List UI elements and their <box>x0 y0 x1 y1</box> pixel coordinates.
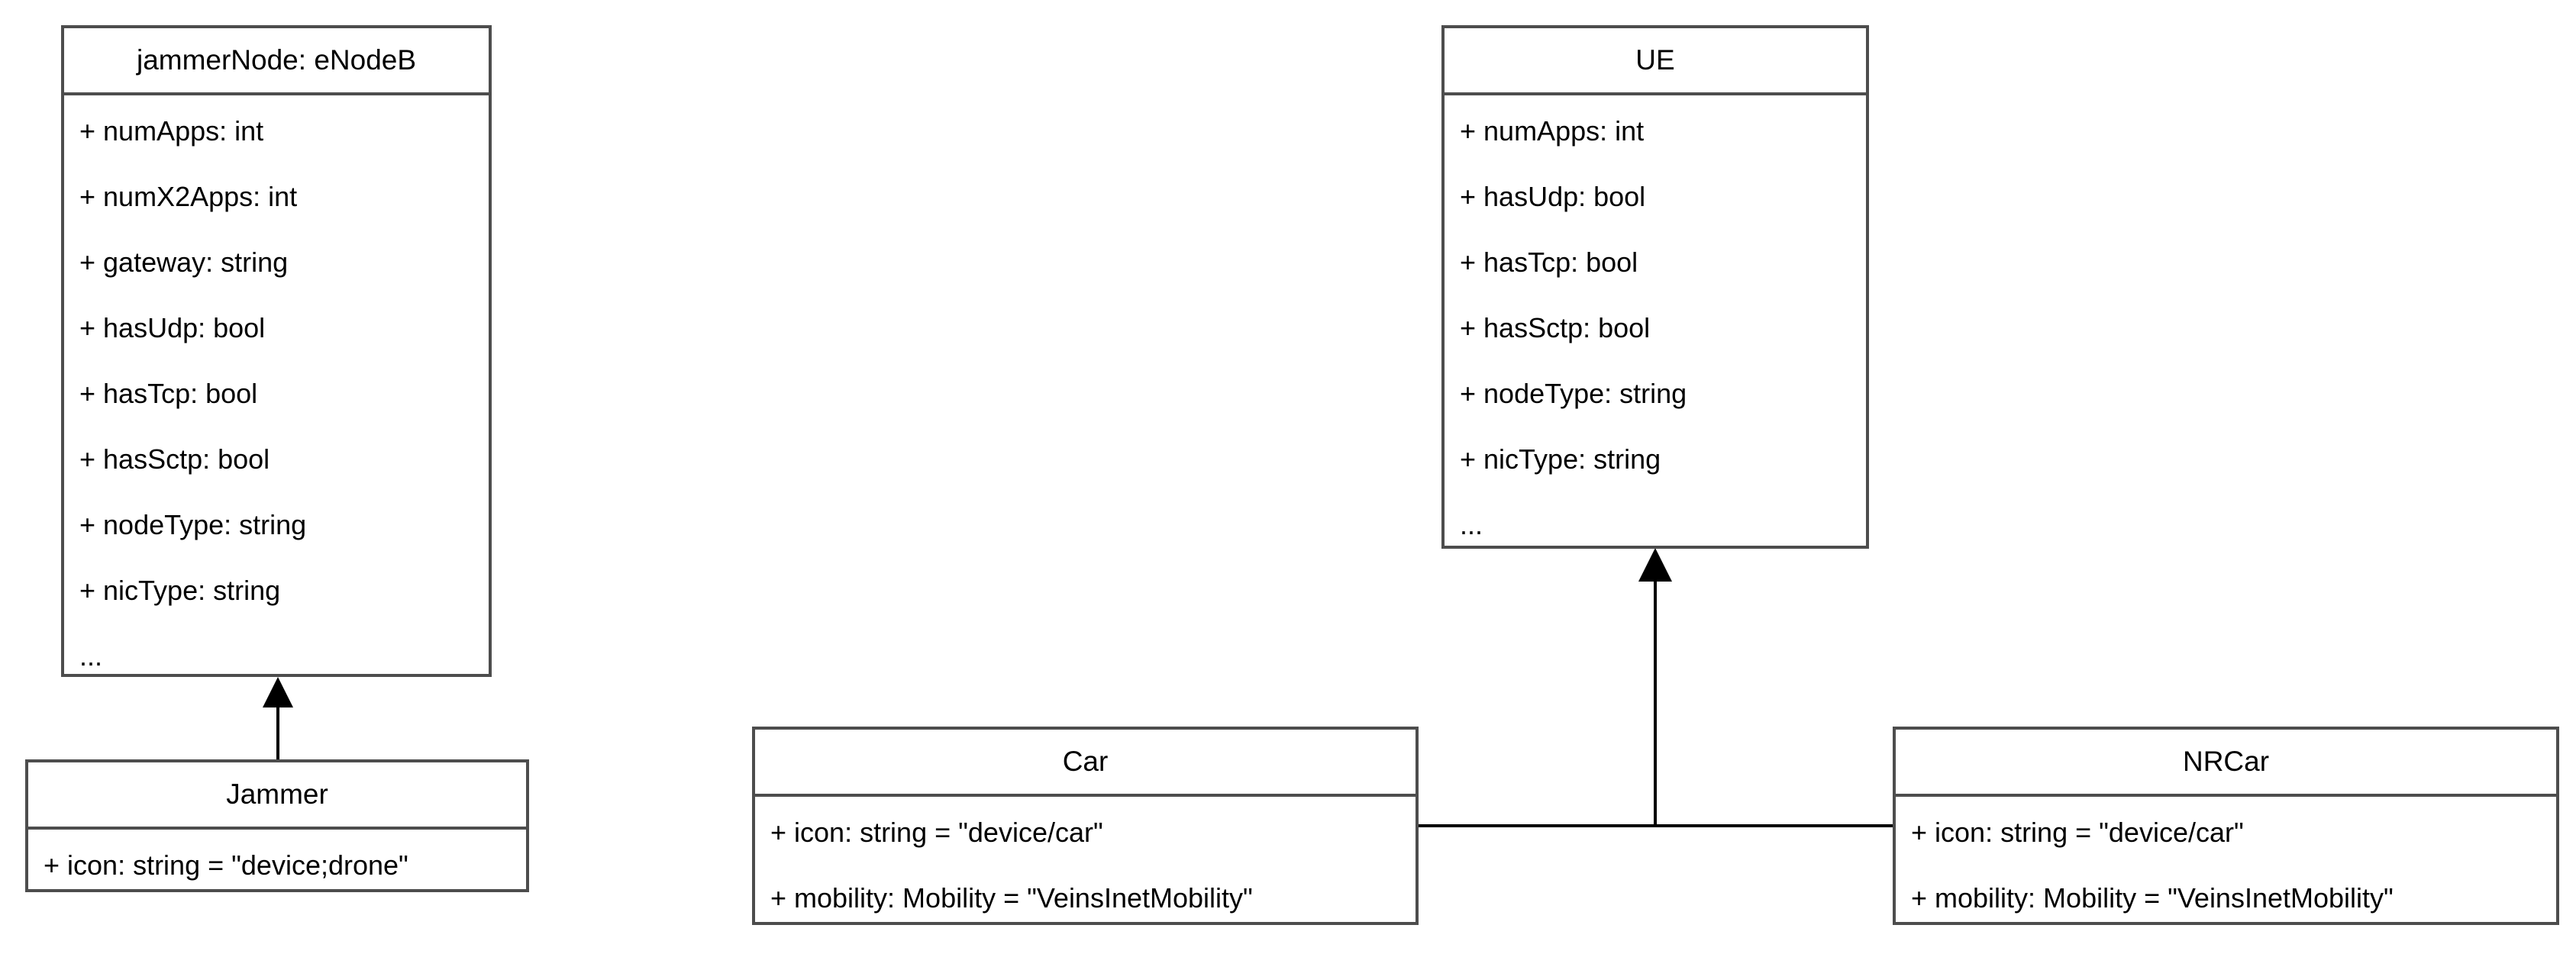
class-jammer-name: Jammer <box>28 762 526 830</box>
class-attribute: ... <box>1460 509 1483 540</box>
class-attribute: + hasUdp: bool <box>1460 181 1646 212</box>
class-jammer-node-attributes: + numApps: int + numX2Apps: int + gatewa… <box>64 95 489 689</box>
class-jammer-attributes: + icon: string = "device;drone" <box>28 830 526 898</box>
class-attribute: + mobility: Mobility = "VeinsInetMobilit… <box>770 882 1253 914</box>
class-ue-attributes: + numApps: int + hasUdp: bool + hasTcp: … <box>1445 95 1866 558</box>
class-attribute: + numApps: int <box>79 115 264 147</box>
class-car-name: Car <box>755 730 1416 797</box>
class-car: Car + icon: string = "device/car" + mobi… <box>752 727 1419 925</box>
class-attribute: + icon: string = "device/car" <box>1911 817 2244 848</box>
class-attribute: + numX2Apps: int <box>79 181 298 212</box>
class-attribute: + hasSctp: bool <box>1460 312 1651 343</box>
class-attribute: + nodeType: string <box>1460 378 1687 409</box>
class-attribute: + icon: string = "device;drone" <box>44 849 408 881</box>
ue-generalization-arrowhead <box>1638 548 1672 582</box>
class-jammer: Jammer + icon: string = "device;drone" <box>25 759 529 892</box>
class-attribute: + hasUdp: bool <box>79 312 266 343</box>
class-attribute: + numApps: int <box>1460 115 1645 147</box>
class-nrcar-name: NRCar <box>1896 730 2556 797</box>
class-ue-name: UE <box>1445 28 1866 95</box>
class-attribute: + gateway: string <box>79 247 289 278</box>
class-nrcar: NRCar + icon: string = "device/car" + mo… <box>1893 727 2559 925</box>
class-attribute: ... <box>79 640 103 672</box>
class-jammer-node: jammerNode: eNodeB + numApps: int + numX… <box>61 25 492 677</box>
class-attribute: + hasSctp: bool <box>79 443 270 475</box>
class-attribute: + mobility: Mobility = "VeinsInetMobilit… <box>1911 882 2394 914</box>
class-attribute: + icon: string = "device/car" <box>770 817 1103 848</box>
class-ue: UE + numApps: int + hasUdp: bool + hasTc… <box>1441 25 1869 549</box>
class-attribute: + hasTcp: bool <box>1460 247 1638 278</box>
class-jammer-node-name: jammerNode: eNodeB <box>64 28 489 95</box>
jammer-generalization-arrowhead <box>263 677 293 707</box>
class-attribute: + nodeType: string <box>79 509 307 540</box>
class-attribute: + nicType: string <box>1460 443 1661 475</box>
class-attribute: + nicType: string <box>79 575 281 606</box>
class-attribute: + hasTcp: bool <box>79 378 258 409</box>
class-car-attributes: + icon: string = "device/car" + mobility… <box>755 797 1416 931</box>
class-nrcar-attributes: + icon: string = "device/car" + mobility… <box>1896 797 2556 931</box>
